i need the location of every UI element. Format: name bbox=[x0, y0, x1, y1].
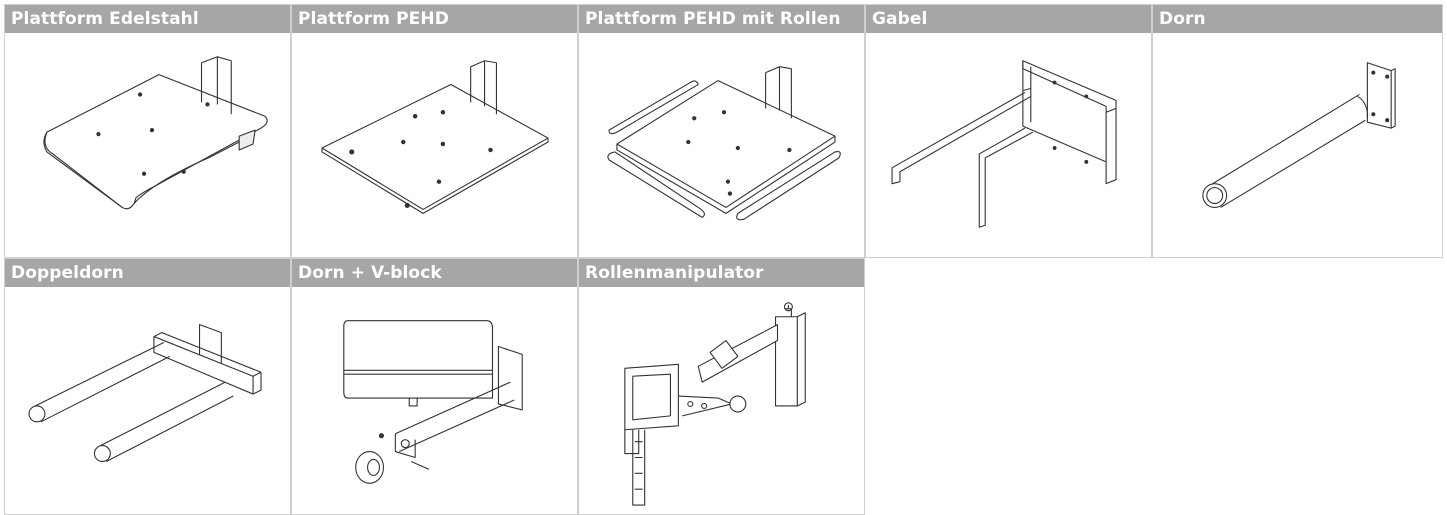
product-title: Rollenmanipulator bbox=[579, 259, 864, 287]
roll-manipulator-drawing-icon bbox=[579, 287, 864, 514]
product-title: Plattform PEHD bbox=[292, 5, 577, 33]
product-title: Doppeldorn bbox=[5, 259, 290, 287]
product-title: Plattform PEHD mit Rollen bbox=[579, 5, 864, 33]
platform-pehd-rollers-drawing-icon bbox=[579, 33, 864, 257]
product-card-plattform-pehd-mit-rollen[interactable]: Plattform PEHD mit Rollen bbox=[578, 4, 865, 258]
product-title: Dorn + V-block bbox=[292, 259, 577, 287]
product-card-rollenmanipulator[interactable]: Rollenmanipulator bbox=[578, 258, 865, 515]
double-mandrel-drawing-icon bbox=[5, 287, 290, 514]
product-title: Dorn bbox=[1153, 5, 1442, 33]
platform-stainless-steel-drawing-icon bbox=[5, 33, 290, 257]
product-card-dorn[interactable]: Dorn bbox=[1152, 4, 1443, 258]
product-title: Gabel bbox=[866, 5, 1151, 33]
mandrel-drawing-icon bbox=[1153, 33, 1442, 257]
product-card-dorn-v-block[interactable]: Dorn + V-block bbox=[291, 258, 578, 515]
platform-pehd-drawing-icon bbox=[292, 33, 577, 257]
product-title: Plattform Edelstahl bbox=[5, 5, 290, 33]
product-card-gabel[interactable]: Gabel bbox=[865, 4, 1152, 258]
product-card-plattform-edelstahl[interactable]: Plattform Edelstahl bbox=[4, 4, 291, 258]
mandrel-v-block-drawing-icon bbox=[292, 287, 577, 514]
product-card-plattform-pehd[interactable]: Plattform PEHD bbox=[291, 4, 578, 258]
fork-drawing-icon bbox=[866, 33, 1151, 257]
product-card-doppeldorn[interactable]: Doppeldorn bbox=[4, 258, 291, 515]
